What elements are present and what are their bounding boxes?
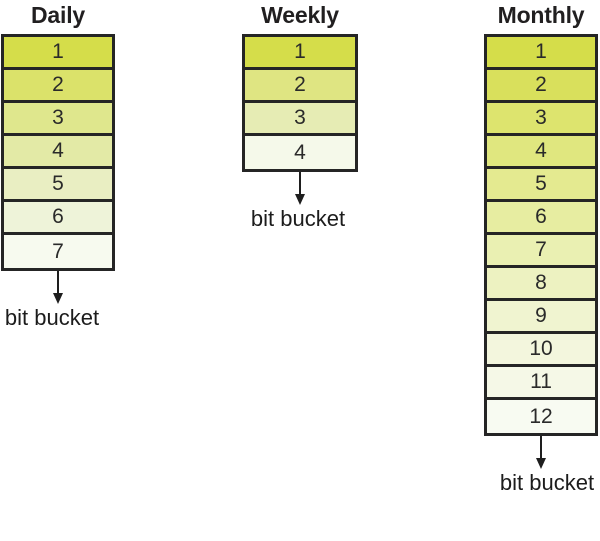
bucket-cell[interactable]: 5 — [487, 169, 595, 202]
bucket-cell[interactable]: 4 — [245, 136, 355, 169]
column-monthly: Monthly 1 2 3 4 5 6 7 8 9 10 11 12 bit b… — [484, 0, 598, 496]
bucket-cell[interactable]: 10 — [487, 334, 595, 367]
bucket-table-monthly: 1 2 3 4 5 6 7 8 9 10 11 12 — [484, 34, 598, 436]
bucket-cell[interactable]: 1 — [487, 37, 595, 70]
arrow-line-icon — [57, 271, 59, 297]
bucket-cell[interactable]: 6 — [487, 202, 595, 235]
bucket-cell[interactable]: 2 — [487, 70, 595, 103]
arrow-head-icon — [536, 458, 546, 469]
arrow-line-icon — [540, 436, 542, 462]
bucket-cell[interactable]: 9 — [487, 301, 595, 334]
bucket-cell[interactable]: 3 — [245, 103, 355, 136]
overflow-arrow-weekly — [242, 172, 358, 206]
bucket-cell[interactable]: 1 — [4, 37, 112, 70]
bucket-table-daily: 1 2 3 4 5 6 7 — [1, 34, 115, 271]
bit-bucket-label-weekly: bit bucket — [250, 206, 346, 231]
column-title-daily: Daily — [31, 2, 85, 28]
bucket-cell[interactable]: 4 — [4, 136, 112, 169]
bucket-cell[interactable]: 12 — [487, 400, 595, 433]
bucket-cell[interactable]: 3 — [487, 103, 595, 136]
bucket-cell[interactable]: 6 — [4, 202, 112, 235]
bucket-cell[interactable]: 7 — [4, 235, 112, 268]
bucket-cell[interactable]: 5 — [4, 169, 112, 202]
bucket-cell[interactable]: 4 — [487, 136, 595, 169]
bucket-cell[interactable]: 11 — [487, 367, 595, 400]
bucket-cell[interactable]: 1 — [245, 37, 355, 70]
overflow-arrow-monthly — [484, 436, 598, 470]
bucket-cell[interactable]: 2 — [245, 70, 355, 103]
bucket-table-weekly: 1 2 3 4 — [242, 34, 358, 172]
column-title-weekly: Weekly — [261, 2, 339, 28]
arrow-head-icon — [295, 194, 305, 205]
arrow-line-icon — [299, 172, 301, 198]
column-title-monthly: Monthly — [497, 2, 585, 28]
arrow-head-icon — [53, 293, 63, 304]
column-weekly: Weekly 1 2 3 4 bit bucket — [242, 0, 358, 232]
bucket-cell[interactable]: 8 — [487, 268, 595, 301]
bucket-cell[interactable]: 3 — [4, 103, 112, 136]
column-daily: Daily 1 2 3 4 5 6 7 bit bucket — [1, 0, 115, 331]
overflow-arrow-daily — [1, 271, 115, 305]
bucket-cell[interactable]: 2 — [4, 70, 112, 103]
bit-bucket-label-monthly: bit bucket — [499, 470, 595, 495]
bucket-cell[interactable]: 7 — [487, 235, 595, 268]
bit-bucket-label-daily: bit bucket — [4, 305, 100, 330]
